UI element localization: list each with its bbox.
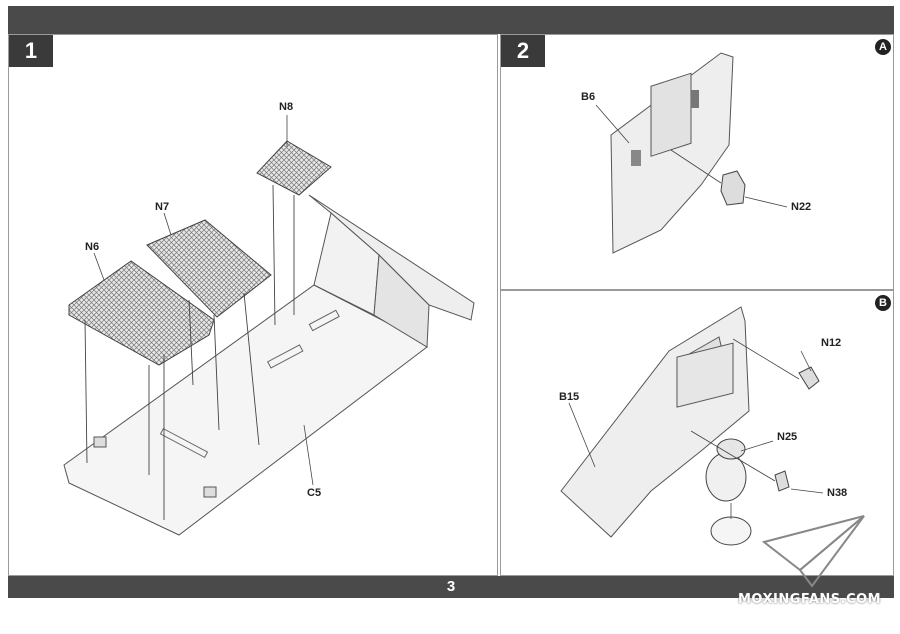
step-2-badge: 2 — [501, 35, 545, 67]
mesh-panel-n8 — [256, 140, 332, 196]
label-b15: B15 — [559, 391, 580, 403]
part-n38 — [774, 470, 790, 492]
label-n25: N25 — [777, 431, 798, 443]
label-c5: C5 — [307, 487, 322, 499]
side-panel-b6 — [610, 52, 734, 254]
watermark: MOXINGFANS.COM — [738, 592, 882, 607]
step-2-panel-a: 2 A B6 N22 — [500, 34, 894, 290]
step-2b-drawing — [560, 306, 824, 546]
label-b6: B6 — [581, 91, 596, 103]
side-panel-b15 — [560, 306, 750, 538]
label-n6: N6 — [85, 241, 100, 253]
sub-step-b-badge: B — [875, 295, 891, 311]
page-number: 3 — [446, 578, 456, 595]
mesh-panel-n7 — [146, 219, 272, 318]
step-2-panel-b: B N12 B15 N25 N38 — [500, 290, 894, 576]
header-bar — [8, 6, 894, 34]
part-n12 — [798, 366, 820, 390]
step-1-badge: 1 — [9, 35, 53, 67]
label-n22: N22 — [791, 201, 812, 213]
label-n38: N38 — [827, 487, 848, 499]
label-n12: N12 — [821, 337, 842, 349]
label-n8: N8 — [279, 101, 294, 113]
step-1-drawing — [63, 115, 475, 536]
footer-bar: 3 — [8, 576, 894, 598]
part-n22 — [720, 170, 746, 206]
sub-step-a-badge: A — [875, 39, 891, 55]
paper-plane-logo — [761, 515, 865, 588]
step-2a-drawing — [595, 52, 788, 254]
label-n7: N7 — [155, 201, 170, 213]
step-1-panel: 1 — [8, 34, 498, 576]
mesh-panel-n6 — [68, 260, 215, 366]
